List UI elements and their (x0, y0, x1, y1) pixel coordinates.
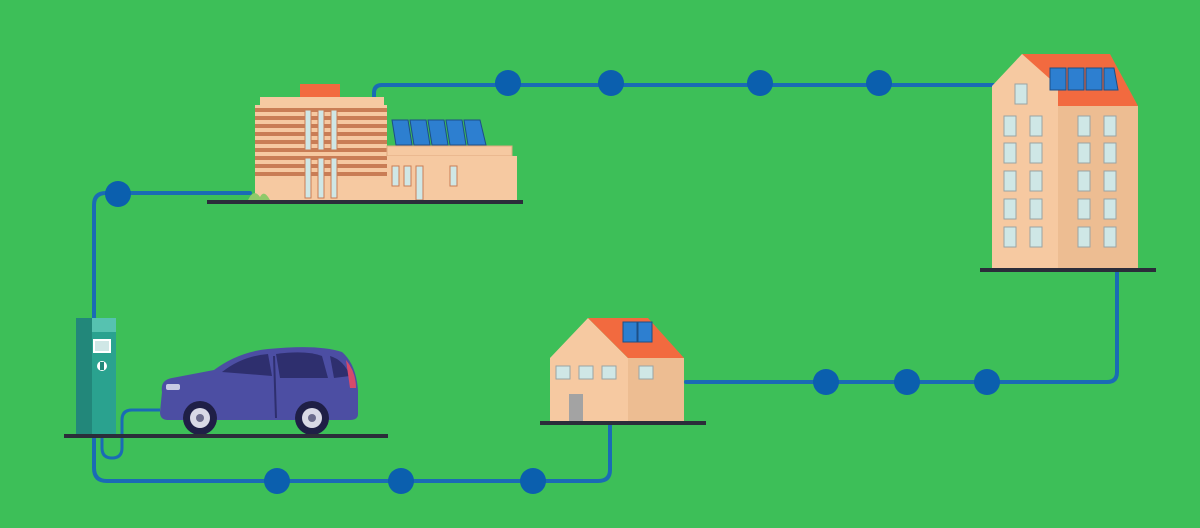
grid-node-icon (264, 468, 290, 494)
grid-node-icon (105, 181, 131, 207)
electric-car-icon (160, 347, 358, 435)
grid-node-icon (388, 468, 414, 494)
grid-node-icon (866, 70, 892, 96)
grid-node-icon (747, 70, 773, 96)
solar-panel-icon (391, 119, 487, 146)
charging-station-icon (76, 318, 116, 434)
grid-cable (92, 83, 1119, 483)
grid-node-icon (894, 369, 920, 395)
grid-node-icon (974, 369, 1000, 395)
charging-cable (100, 370, 160, 460)
ground-line (64, 434, 388, 438)
grid-node-icon (813, 369, 839, 395)
apartment-building-icon (980, 54, 1156, 272)
grid-node-icon (520, 468, 546, 494)
grid-nodes (105, 70, 1000, 494)
solar-panel-icon (622, 321, 653, 343)
house-icon (540, 318, 706, 425)
grid-node-icon (495, 70, 521, 96)
solar-panel-icon (1049, 67, 1119, 91)
grid-node-icon (598, 70, 624, 96)
office-building-icon (207, 84, 523, 204)
cable-main-loop (92, 83, 1119, 483)
